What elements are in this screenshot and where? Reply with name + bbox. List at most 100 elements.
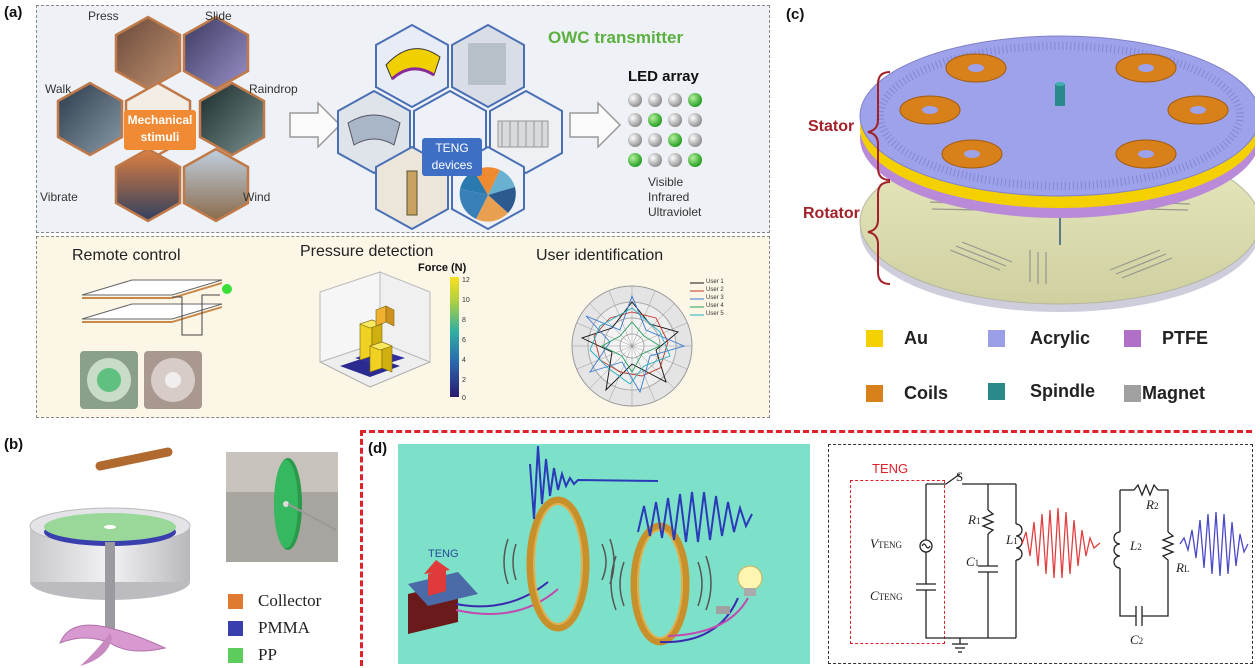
panel-a-label: (a) bbox=[4, 4, 23, 21]
led-type-visible: Visible bbox=[648, 175, 684, 189]
hex-slide bbox=[182, 15, 250, 91]
user-radar-chart bbox=[571, 285, 693, 407]
panel-b-label: (b) bbox=[4, 436, 24, 453]
user-legend-1: User 1 bbox=[706, 279, 724, 285]
led-type-ultraviolet: Ultraviolet bbox=[648, 205, 702, 219]
arrow-2 bbox=[569, 101, 622, 149]
stator-label: Stator bbox=[808, 118, 855, 135]
label-slide: Slide bbox=[205, 9, 232, 23]
teng-devices-box bbox=[422, 138, 482, 176]
force-tick-6: 6 bbox=[462, 337, 466, 344]
user-legend-4: User 4 bbox=[706, 303, 724, 309]
panel-c-label: (c) bbox=[786, 6, 805, 23]
panel-d-label: (d) bbox=[368, 440, 388, 457]
switch-label: S bbox=[956, 469, 964, 484]
hex-press bbox=[114, 15, 182, 91]
remote-control-title: Remote control bbox=[72, 247, 181, 264]
force-tick-0: 0 bbox=[462, 395, 466, 402]
swatch-acrylic bbox=[988, 330, 1005, 347]
c1-label: C1 bbox=[966, 554, 979, 570]
user-legend-5: User 5 bbox=[706, 311, 724, 317]
panel-c-disk-illustration bbox=[859, 35, 1255, 312]
arrow-1 bbox=[289, 101, 342, 149]
c2-label: C2 bbox=[1130, 632, 1143, 648]
l2-label: L2 bbox=[1130, 538, 1142, 554]
rl-symbol: R bbox=[1176, 560, 1184, 575]
panel-d-teng-tag: TENG bbox=[428, 548, 459, 560]
rotator-label: Rotator bbox=[803, 205, 860, 222]
l1-sub: 1 bbox=[1013, 536, 1018, 546]
rl-label: RL bbox=[1176, 560, 1189, 576]
owc-transmitter-title: OWC transmitter bbox=[548, 28, 684, 47]
l2-symbol: L bbox=[1130, 538, 1138, 553]
panel-b-photo bbox=[226, 452, 338, 562]
swatch-pp bbox=[228, 648, 243, 663]
v-teng-sub: TENG bbox=[877, 540, 902, 550]
user-identification-title: User identification bbox=[536, 247, 664, 264]
remote-control-sketch bbox=[80, 279, 232, 409]
label-wind: Wind bbox=[243, 190, 271, 204]
legend-coils: Coils bbox=[904, 383, 949, 403]
force-tick-4: 4 bbox=[462, 357, 466, 364]
rl-sub: L bbox=[1183, 564, 1190, 574]
swatch-magnet bbox=[1124, 385, 1141, 402]
legend-magnet: Magnet bbox=[1142, 383, 1205, 403]
circuit-frame bbox=[828, 444, 1253, 664]
circuit-schematic bbox=[916, 473, 1249, 653]
pressure-3d-bar-chart bbox=[318, 271, 459, 397]
hex-walk bbox=[56, 81, 124, 157]
user-legend-lines bbox=[690, 282, 704, 316]
led-grid bbox=[628, 93, 702, 167]
circuit-teng-label: TENG bbox=[872, 461, 909, 476]
c-teng-label: CTENG bbox=[870, 588, 903, 604]
swatch-coils bbox=[866, 385, 883, 402]
legend-spindle: Spindle bbox=[1030, 381, 1096, 401]
user-legend-2: User 2 bbox=[706, 287, 724, 293]
user-legend-3: User 3 bbox=[706, 295, 724, 301]
legend-au: Au bbox=[904, 328, 928, 348]
led-type-infrared: Infrared bbox=[648, 190, 690, 204]
legend-ptfe: PTFE bbox=[1162, 328, 1209, 348]
swatch-ptfe bbox=[1124, 330, 1141, 347]
legend-collector: Collector bbox=[258, 591, 322, 610]
r1-symbol: R bbox=[968, 512, 976, 527]
swatch-pmma bbox=[228, 621, 243, 636]
force-tick-8: 8 bbox=[462, 317, 466, 324]
r2-label: R2 bbox=[1146, 497, 1158, 513]
force-tick-2: 2 bbox=[462, 377, 466, 384]
v-teng-symbol: V bbox=[870, 536, 878, 551]
mechanical-stimuli-label: Mechanical stimuli bbox=[127, 113, 193, 144]
r1-label: R1 bbox=[968, 512, 980, 528]
c-teng-sub: TENG bbox=[878, 592, 903, 602]
legend-pp: PP bbox=[258, 645, 277, 664]
c-teng-symbol: C bbox=[870, 588, 879, 603]
panel-d-frame bbox=[360, 430, 1252, 666]
force-tick-12: 12 bbox=[462, 277, 470, 284]
label-walk: Walk bbox=[45, 82, 72, 96]
c1-sub: 1 bbox=[974, 558, 980, 568]
force-label: Force (N) bbox=[418, 262, 467, 274]
c2-symbol: C bbox=[1130, 632, 1139, 647]
swatch-au bbox=[866, 330, 883, 347]
swatch-spindle bbox=[988, 383, 1005, 400]
l1-symbol: L bbox=[1006, 532, 1014, 547]
force-tick-10: 10 bbox=[462, 297, 470, 304]
c1-symbol: C bbox=[966, 554, 975, 569]
label-press: Press bbox=[88, 9, 119, 23]
label-vibrate: Vibrate bbox=[40, 190, 78, 204]
l1-label: L1 bbox=[1006, 532, 1018, 548]
panel-b-windmill-device bbox=[29, 447, 191, 666]
r1-sub: 1 bbox=[975, 516, 981, 526]
r2-symbol: R bbox=[1146, 497, 1154, 512]
led-array-title: LED array bbox=[628, 68, 699, 85]
r2-sub: 2 bbox=[1153, 501, 1159, 511]
v-teng-label: VTENG bbox=[870, 536, 902, 552]
mechanical-stimuli-box bbox=[124, 110, 196, 150]
hex-raindrop bbox=[198, 81, 266, 157]
hex-wind bbox=[182, 147, 250, 223]
circuit-teng-box bbox=[850, 480, 945, 644]
swatch-collector bbox=[228, 594, 243, 609]
legend-acrylic: Acrylic bbox=[1030, 328, 1091, 348]
hex-vibrate bbox=[114, 147, 182, 223]
teng-devices-label: TENG devices bbox=[431, 141, 473, 172]
